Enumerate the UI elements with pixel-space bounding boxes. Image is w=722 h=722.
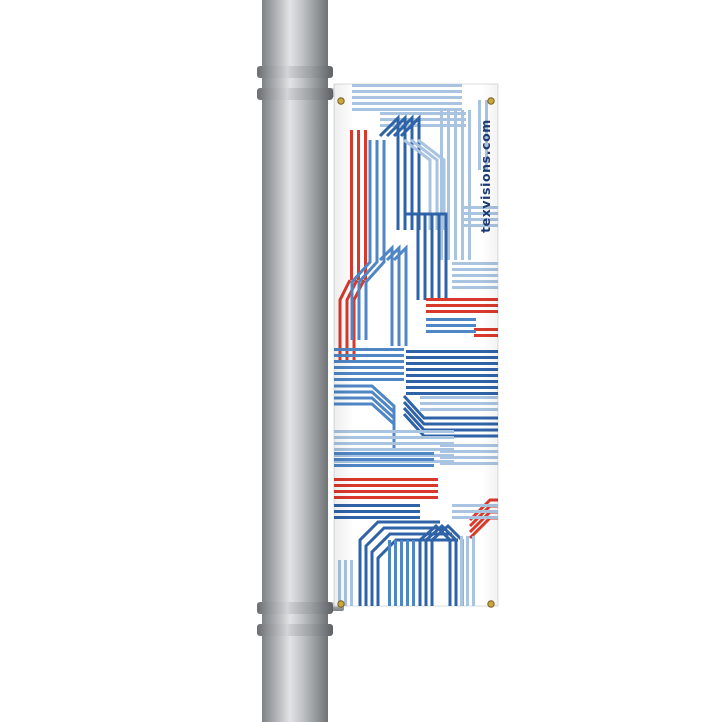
- grommet-bottom-right: [487, 600, 495, 608]
- top-bracket: [257, 66, 344, 100]
- grommet-top-left: [337, 97, 345, 105]
- grommet-bottom-left: [337, 600, 345, 608]
- banner-website-text: texvisions.com: [478, 119, 493, 233]
- banner: texvisions.com: [333, 83, 499, 608]
- grommet-top-right: [487, 97, 495, 105]
- bottom-bracket: [257, 602, 344, 636]
- pole: [262, 0, 328, 722]
